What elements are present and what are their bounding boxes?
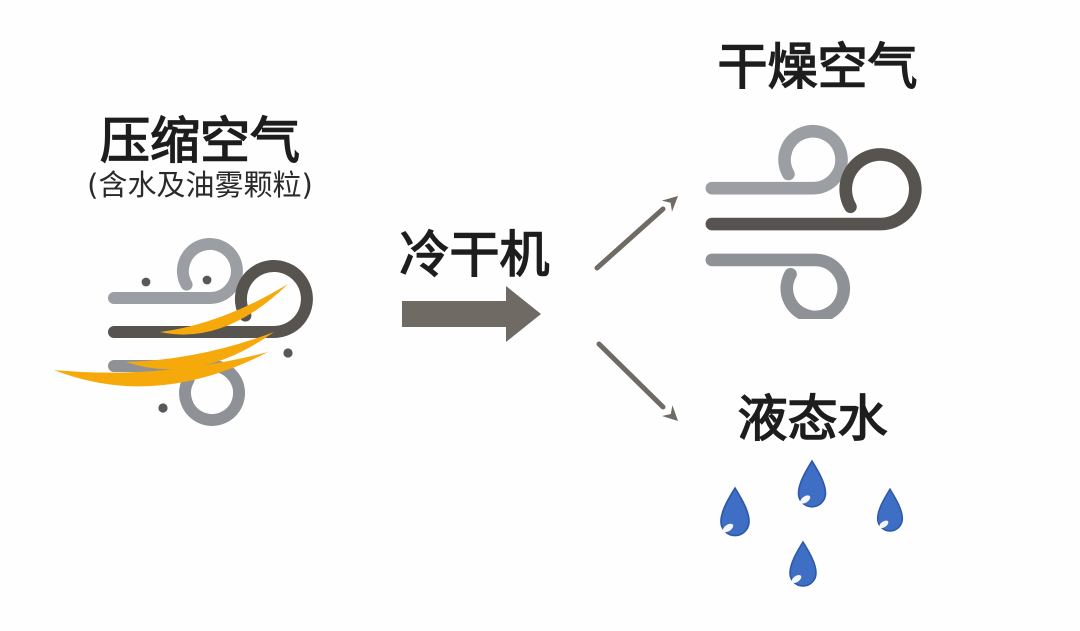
- wind-icon: [695, 108, 927, 319]
- source-subtitle: (含水及油雾颗粒): [87, 168, 313, 202]
- water-droplet-icon: [797, 459, 827, 508]
- wind-particles-icon: [54, 218, 360, 438]
- water-droplet-icon: [720, 486, 750, 537]
- down-right-arrow-icon: [596, 341, 678, 421]
- particle-dot: [141, 277, 151, 287]
- oil-mist-swoosh: [160, 284, 288, 335]
- oil-mist-swoosh: [126, 332, 274, 370]
- particle-dot: [283, 348, 293, 358]
- output-top-label: 干燥空气: [717, 38, 918, 96]
- particle-dot: [158, 403, 168, 413]
- water-droplet-icon: [789, 540, 817, 587]
- oil-mist-swoosh: [54, 352, 268, 387]
- up-right-arrow-icon: [594, 196, 678, 271]
- right-block-arrow-icon: [402, 286, 541, 342]
- source-title: 压缩空气: [100, 112, 300, 170]
- water-droplet-icon: [876, 487, 904, 532]
- process-label: 冷干机: [399, 226, 550, 284]
- particle-dot: [202, 275, 212, 285]
- output-bottom-label: 液态水: [737, 390, 888, 448]
